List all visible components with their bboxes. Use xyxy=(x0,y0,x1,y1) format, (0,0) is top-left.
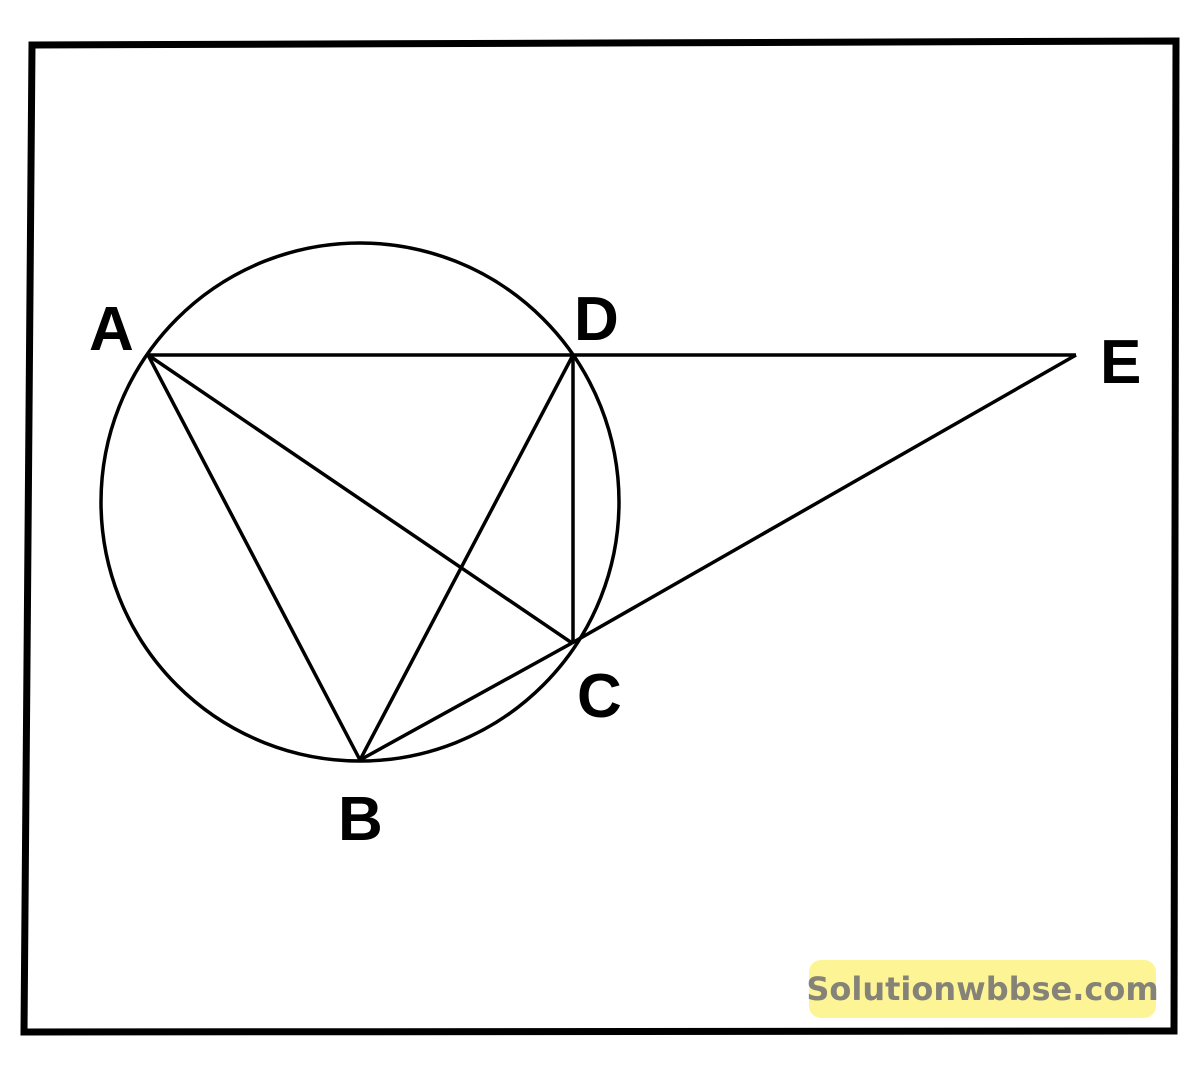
label-C: C xyxy=(577,662,622,731)
segment-BC xyxy=(359,641,573,762)
label-D: D xyxy=(574,285,619,354)
segment-CE xyxy=(571,353,1077,645)
label-E: E xyxy=(1100,328,1141,397)
label-B: B xyxy=(338,785,383,854)
frame-border xyxy=(20,37,1180,1036)
circle xyxy=(99,241,621,763)
label-A: A xyxy=(89,295,134,364)
segment-BD xyxy=(358,354,575,761)
segment-AC xyxy=(147,353,573,645)
watermark: Solutionwbbse.com xyxy=(806,960,1159,1018)
segment-AB xyxy=(146,354,362,761)
